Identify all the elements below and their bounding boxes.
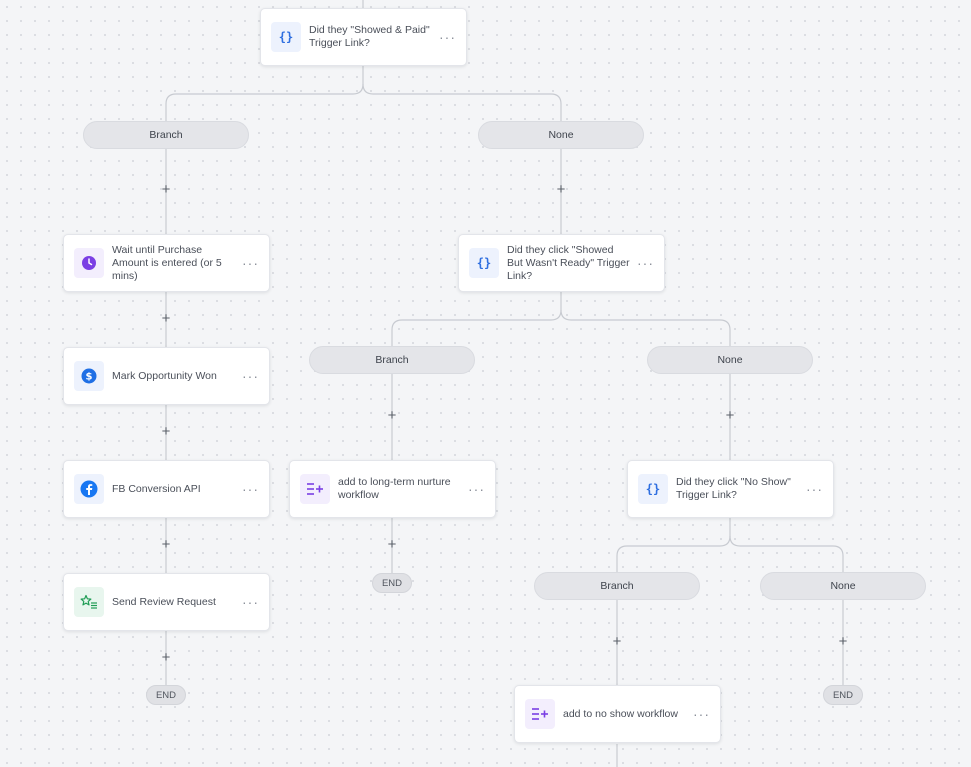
add-to-workflow-icon bbox=[300, 474, 330, 504]
node-label: Mark Opportunity Won bbox=[112, 369, 217, 382]
clock-icon bbox=[74, 248, 104, 278]
more-options-icon[interactable]: ··· bbox=[439, 29, 456, 45]
node-label: Did they click "Showed But Wasn't Ready"… bbox=[507, 243, 630, 282]
facebook-icon bbox=[74, 474, 104, 504]
more-options-icon[interactable]: ··· bbox=[468, 481, 485, 497]
none-pill[interactable]: None bbox=[760, 572, 926, 600]
code-braces-icon: {} bbox=[271, 22, 301, 52]
add-step-button[interactable]: + bbox=[725, 407, 735, 424]
node-label: Did they "Showed & Paid" Trigger Link? bbox=[309, 24, 430, 49]
add-step-button[interactable]: + bbox=[161, 423, 171, 440]
wait-step-node[interactable]: Wait until Purchase Amount is entered (o… bbox=[63, 234, 270, 292]
add-step-button[interactable]: + bbox=[161, 536, 171, 553]
add-step-button[interactable]: + bbox=[161, 181, 171, 198]
node-label: Did they click "No Show" Trigger Link? bbox=[676, 476, 791, 501]
code-braces-icon: {} bbox=[469, 248, 499, 278]
none-pill[interactable]: None bbox=[478, 121, 644, 149]
add-step-button[interactable]: + bbox=[838, 633, 848, 650]
end-marker: END bbox=[823, 685, 863, 705]
none-pill[interactable]: None bbox=[647, 346, 813, 374]
add-step-button[interactable]: + bbox=[556, 181, 566, 198]
trigger-link-condition-showed-paid[interactable]: {} Did they "Showed & Paid" Trigger Link… bbox=[260, 8, 467, 66]
add-to-nurture-workflow-node[interactable]: add to long-term nurture workflow ··· bbox=[289, 460, 496, 518]
add-to-no-show-workflow-node[interactable]: add to no show workflow ··· bbox=[514, 685, 721, 743]
star-list-icon bbox=[74, 587, 104, 617]
branch-pill[interactable]: Branch bbox=[534, 572, 700, 600]
add-step-button[interactable]: + bbox=[612, 633, 622, 650]
more-options-icon[interactable]: ··· bbox=[806, 481, 823, 497]
add-step-button[interactable]: + bbox=[161, 649, 171, 666]
end-marker: END bbox=[146, 685, 186, 705]
branch-pill[interactable]: Branch bbox=[309, 346, 475, 374]
add-step-button[interactable]: + bbox=[387, 536, 397, 553]
end-marker: END bbox=[372, 573, 412, 593]
trigger-link-condition-no-show[interactable]: {} Did they click "No Show" Trigger Link… bbox=[627, 460, 834, 518]
mark-opportunity-won-node[interactable]: $ Mark Opportunity Won ··· bbox=[63, 347, 270, 405]
fb-conversion-api-node[interactable]: FB Conversion API ··· bbox=[63, 460, 270, 518]
node-label: add to no show workflow bbox=[563, 707, 678, 720]
node-label: add to long-term nurture workflow bbox=[338, 476, 451, 501]
trigger-link-condition-showed-not-ready[interactable]: {} Did they click "Showed But Wasn't Rea… bbox=[458, 234, 665, 292]
add-step-button[interactable]: + bbox=[161, 310, 171, 327]
add-to-workflow-icon bbox=[525, 699, 555, 729]
node-label: Send Review Request bbox=[112, 595, 216, 608]
dollar-icon: $ bbox=[74, 361, 104, 391]
node-label: Wait until Purchase Amount is entered (o… bbox=[112, 243, 222, 282]
send-review-request-node[interactable]: Send Review Request ··· bbox=[63, 573, 270, 631]
more-options-icon[interactable]: ··· bbox=[242, 481, 259, 497]
add-step-button[interactable]: + bbox=[387, 407, 397, 424]
more-options-icon[interactable]: ··· bbox=[242, 594, 259, 610]
branch-pill[interactable]: Branch bbox=[83, 121, 249, 149]
more-options-icon[interactable]: ··· bbox=[637, 255, 654, 271]
more-options-icon[interactable]: ··· bbox=[242, 368, 259, 384]
code-braces-icon: {} bbox=[638, 474, 668, 504]
node-label: FB Conversion API bbox=[112, 482, 201, 495]
more-options-icon[interactable]: ··· bbox=[242, 255, 259, 271]
svg-text:$: $ bbox=[86, 372, 93, 383]
more-options-icon[interactable]: ··· bbox=[693, 706, 710, 722]
